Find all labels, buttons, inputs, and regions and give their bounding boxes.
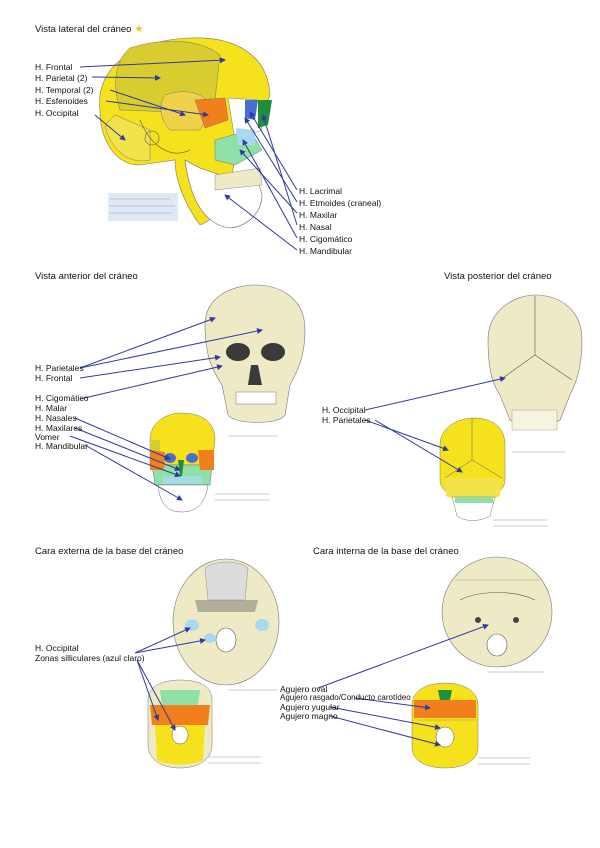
lateral-section-title: Vista lateral del cráneo★ [35,24,144,35]
internal-base-label-agujero-oval: Agujero oval [280,684,328,694]
figure-captions [110,198,565,765]
lateral-label-maxilar: H. Maxilar [299,210,338,220]
external-base-section-title: Cara externa de la base del cráneo [35,546,184,557]
external-base-large-illustration [172,558,280,686]
posterior-label-occipital: H. Occipital [322,405,366,415]
anterior-label-cigomatico: H. Cigomático [35,393,89,403]
anterior-label-maxilares: H. Maxilares [35,423,83,433]
posterior-section-title: Vista posterior del cráneo [444,271,552,282]
internal-base-large-illustration [441,556,553,668]
posterior-skull-large-illustration [487,294,583,431]
anterior-skull-large-illustration [204,284,306,423]
anterior-label-frontal: H. Frontal [35,373,73,383]
lateral-label-esfenoides: H. Esfenoides [35,96,88,106]
anterior-label-vomer: Vomer [35,432,60,442]
anterior-label-malar: H. Malar [35,403,68,413]
lateral-label-etmoides: H. Etmoides (craneal) [299,198,382,208]
lateral-skull-illustration [99,37,272,229]
anterior-label-nasales: H. Nasales [35,413,77,423]
anterior-label-parietales: H. Parietales [35,363,84,373]
external-base-small-illustration [147,679,213,769]
lateral-label-mandibular: H. Mandibular [299,246,352,256]
anterior-skull-small-illustration [149,412,216,513]
label-arrows [69,57,506,747]
lateral-label-frontal: H. Frontal [35,62,73,72]
internal-base-label-agujero-magno: Agujero magno [280,711,338,721]
lateral-label-temporal: H. Temporal (2) [35,85,94,95]
posterior-label-parietales: H. Parietales [322,415,371,425]
lateral-label-occipital: H. Occipital [35,108,79,118]
internal-base-section-title: Cara interna de la base del cráneo [313,546,459,557]
posterior-skull-small-illustration [439,417,506,521]
anterior-section-title: Vista anterior del cráneo [35,271,138,282]
anterior-label-mandibular: H. Mandibular [35,441,88,451]
lateral-label-parietal: H. Parietal (2) [35,73,88,83]
lateral-label-nasal: H. Nasal [299,222,332,232]
lateral-label-cigomatico: H. Cigomático [299,234,353,244]
internal-base-small-illustration [411,682,479,769]
star-icon: ★ [134,24,144,35]
lateral-label-lacrimal: H. Lacrimal [299,186,342,196]
internal-base-label-agujero-yugular: Agujero yugular [280,702,340,712]
external-base-label-zonas: Zonas silliculares (azul claro) [35,653,145,663]
internal-base-label-agujero-rasgado: Agujero rasgado/Conducto carotídeo [280,693,411,702]
external-base-label-occipital: H. Occipital [35,643,79,653]
